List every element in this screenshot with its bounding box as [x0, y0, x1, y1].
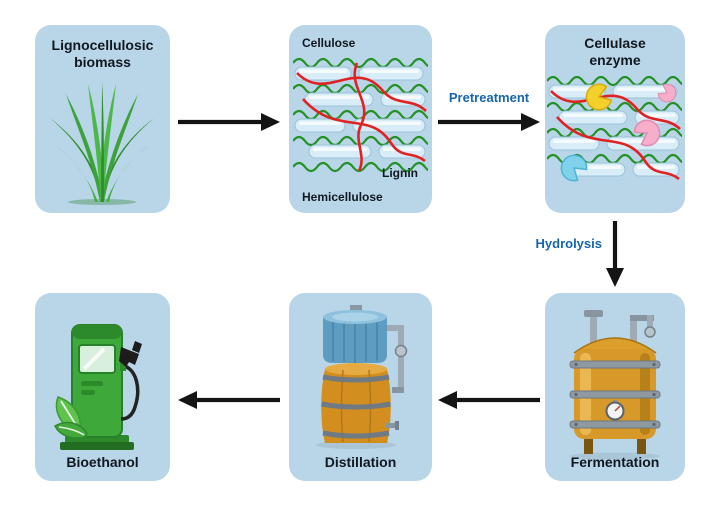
bioethanol-label: Bioethanol [66, 454, 139, 471]
pressure-gauge [605, 400, 625, 421]
cellulose-structure-icon [293, 57, 428, 173]
enzyme-blob-yellow [585, 83, 613, 111]
hydrolysis-label: Hydrolysis [535, 236, 602, 251]
lignin-label: Lignin [382, 166, 418, 180]
tank-straps [569, 360, 661, 429]
grass-icon [50, 82, 154, 205]
arrow-distillation-to-bioethanol [178, 391, 280, 409]
condenser-tank [323, 305, 387, 363]
fuel-pump-icon [54, 324, 142, 450]
enzyme-blob-pink [633, 119, 661, 147]
hemicellulose-label: Hemicellulose [302, 190, 383, 204]
lignin-strands [550, 90, 681, 181]
distillation-label: Distillation [324, 454, 397, 471]
fermentation-tank-icon [569, 310, 661, 460]
cellulase-enzyme-box: Cellulase enzyme [545, 25, 685, 213]
distillation-apparatus-icon [316, 305, 408, 449]
lignocellulosic-biomass-box: Lignocellulosic biomass [35, 25, 170, 213]
enzyme-blob-blue [560, 154, 588, 182]
fermentation-box: Fermentation [545, 293, 685, 481]
biomass-label: Lignocellulosic biomass [51, 37, 154, 70]
pretreatment-label: Pretreatment [448, 90, 530, 105]
fermentation-label: Fermentation [570, 454, 660, 471]
plant-cell-wall-structure-box: Cellulose [289, 25, 432, 213]
enzyme-structure-icon [547, 75, 682, 182]
bioethanol-box: Bioethanol [35, 293, 170, 481]
distillation-box: Distillation [289, 293, 432, 481]
arrow-pretreatment [438, 113, 540, 131]
leaf-icon [54, 396, 88, 439]
lignin-strands [296, 62, 427, 172]
barrel [321, 363, 399, 443]
cellulose-label: Cellulose [302, 36, 356, 50]
pump-screen [78, 344, 116, 374]
arrow-biomass-to-structure [178, 113, 280, 131]
fuel-nozzle [119, 341, 142, 421]
enzyme-blob-pink-small [657, 83, 677, 103]
arrow-hydrolysis [606, 221, 624, 287]
condensate-pipe [387, 325, 408, 393]
enzyme-blobs [560, 83, 677, 182]
arrow-fermentation-to-distillation [438, 391, 540, 409]
cellulase-enzyme-label: Cellulase enzyme [584, 35, 646, 68]
tank-pipes [584, 310, 656, 345]
